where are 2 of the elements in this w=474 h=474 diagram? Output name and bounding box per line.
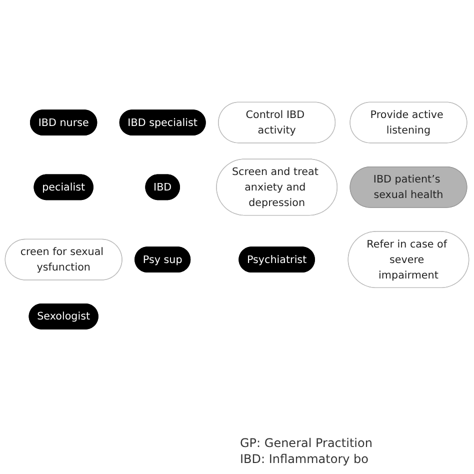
abbreviation-note: IBD: Inflammatory bo (240, 452, 370, 466)
abbreviation-note: GP: General Practition (240, 436, 374, 450)
